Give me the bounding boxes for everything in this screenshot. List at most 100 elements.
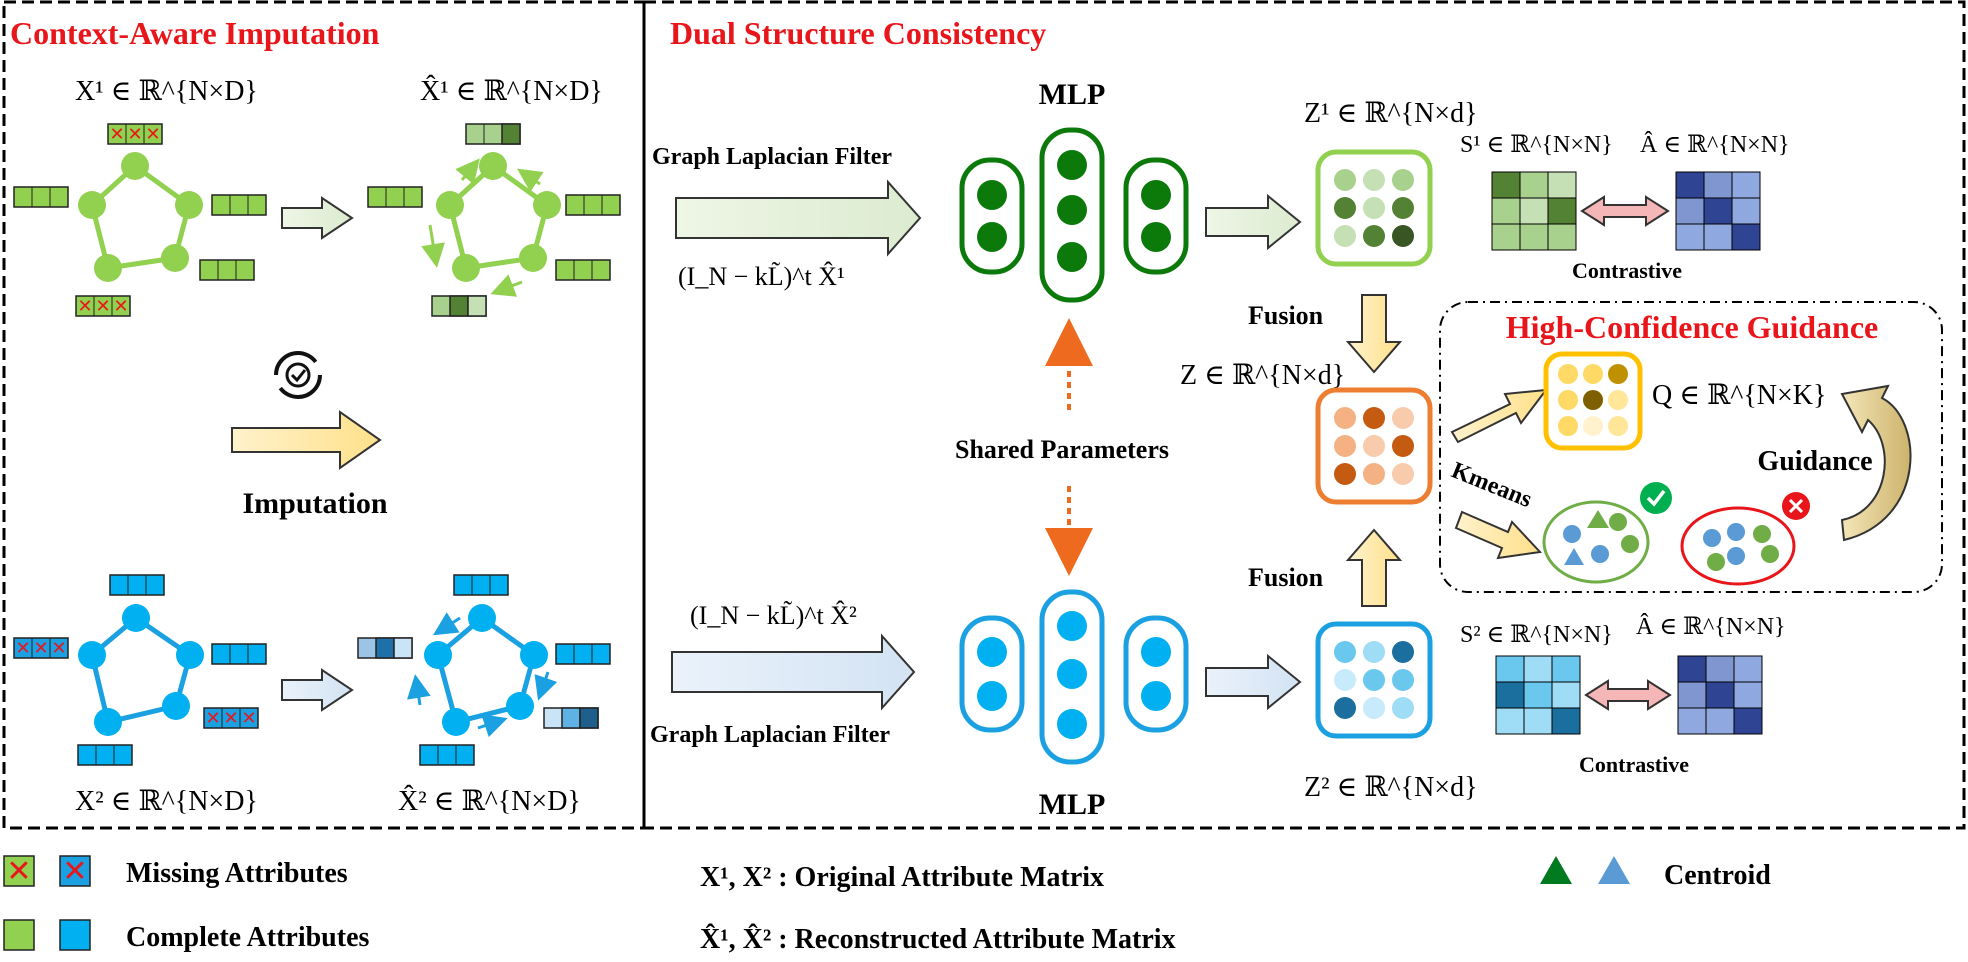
green-imputed-bar-bottom (431, 295, 487, 317)
svg-text:✕: ✕ (205, 708, 220, 728)
legend-centroid-label: Centroid (1664, 860, 1771, 891)
legend-complete-label: Complete Attributes (126, 922, 370, 953)
svg-text:✕: ✕ (109, 124, 124, 144)
legend-missing-label: Missing Attributes (126, 858, 348, 889)
svg-text:✕: ✕ (51, 638, 66, 658)
guidance-arrow (1840, 384, 1912, 542)
mlp-top-label: MLP (1039, 78, 1106, 111)
imputation-label: Imputation (242, 487, 387, 520)
q-label: Q ∈ ℝ^{N×K} (1652, 380, 1826, 411)
z1-label: Z¹ ∈ ℝ^{N×d} (1304, 98, 1478, 129)
imputation-arrow-blue (281, 668, 354, 712)
fusion-arrow-down (1345, 294, 1403, 374)
shared-parameters-label: Shared Parameters (955, 435, 1169, 464)
svg-text:✕: ✕ (113, 296, 128, 316)
contrastive-arrow-bottom (1584, 679, 1672, 711)
good-cluster (1542, 500, 1650, 584)
z2-embedding (1315, 621, 1433, 739)
x-icon (1782, 492, 1810, 520)
contrastive-arrow-top (1580, 195, 1670, 227)
green-bar-lower-2 (555, 259, 611, 281)
to-q-arrow (1450, 388, 1549, 444)
green-graph-original (78, 152, 203, 282)
mlp-bottom (959, 589, 1189, 765)
filter-bottom-formula: (I_N − kL̃)^t X̂² (690, 601, 857, 630)
refresh-check-icon (274, 351, 322, 399)
legend-reconstructed: X̂¹, X̂² : Reconstructed Attribute Matri… (700, 924, 1176, 955)
contrastive-bottom-label: Contrastive (1579, 752, 1689, 777)
blue-missing-bar-left: ✕ ✕ ✕ (13, 637, 69, 659)
blue-complete-bar-bottom (77, 744, 133, 766)
z-fused-embedding (1315, 387, 1433, 505)
left-panel-title: Context-Aware Imputation (10, 15, 380, 51)
fusion-bottom-label: Fusion (1248, 563, 1324, 592)
x1-label: X¹ ∈ ℝ^{N×D} (75, 76, 258, 107)
svg-text:✕: ✕ (6, 855, 31, 888)
glf-bottom-label: Graph Laplacian Filter (650, 722, 890, 748)
svg-text:✕: ✕ (77, 296, 92, 316)
green-complete-bar-right (211, 194, 267, 216)
ahat-bottom-label: Â ∈ ℝ^{N×N} (1636, 614, 1786, 640)
s2-label: S² ∈ ℝ^{N×N} (1460, 622, 1613, 648)
to-z2-arrow (1205, 653, 1302, 711)
green-missing-bar-bottom: ✕ ✕ ✕ (75, 295, 131, 317)
green-graph-imputed (421, 152, 561, 297)
s1-label: S¹ ∈ ℝ^{N×N} (1460, 132, 1613, 158)
svg-text:✕: ✕ (33, 638, 48, 658)
hcg-title: High-Confidence Guidance (1506, 309, 1878, 345)
green-imputed-bar-top (465, 123, 521, 145)
svg-text:✕: ✕ (15, 638, 30, 658)
legend-complete-icons (3, 919, 91, 951)
blue-graph-imputed (406, 604, 558, 738)
green-missing-bar-top: ✕ ✕ ✕ (107, 123, 163, 145)
fusion-arrow-up (1345, 528, 1403, 607)
to-z1-arrow (1205, 193, 1302, 251)
x2-label: X² ∈ ℝ^{N×D} (75, 786, 258, 817)
kmeans-label: Kmeans (1448, 457, 1536, 513)
q-cluster-matrix (1543, 351, 1643, 451)
blue-bar-right-2 (555, 643, 611, 665)
fusion-top-label: Fusion (1248, 301, 1324, 330)
guidance-label: Guidance (1757, 446, 1872, 477)
high-confidence-guidance-box (1439, 301, 1943, 593)
svg-text:✕: ✕ (223, 708, 238, 728)
s1-matrix (1491, 171, 1577, 251)
s2-matrix (1495, 655, 1581, 735)
blue-bar-top-2 (453, 574, 509, 596)
filter-top-formula: (I_N − kL̃)^t X̂¹ (678, 262, 845, 291)
green-bar-left-2 (367, 186, 423, 208)
imputation-arrow (231, 410, 382, 470)
x2hat-label: X̂² ∈ ℝ^{N×D} (398, 786, 581, 817)
filter-arrow-top (675, 179, 922, 257)
ahat-top-label: Â ∈ ℝ^{N×N} (1640, 132, 1790, 158)
check-icon (1640, 482, 1672, 514)
svg-text:✕: ✕ (241, 708, 256, 728)
green-complete-bar-lower (199, 259, 255, 281)
blue-imputed-bar-left (357, 637, 413, 659)
legend-original: X¹, X² : Original Attribute Matrix (700, 862, 1104, 893)
green-bar-right-2 (565, 194, 621, 216)
right-panel-title: Dual Structure Consistency (670, 15, 1046, 51)
x1hat-label: X̂¹ ∈ ℝ^{N×D} (420, 76, 603, 107)
contrastive-top-label: Contrastive (1572, 258, 1682, 283)
ahat-bottom-matrix (1677, 655, 1763, 735)
green-complete-bar-left (13, 186, 69, 208)
bad-cluster (1680, 506, 1796, 586)
blue-complete-bar-right (211, 643, 267, 665)
z2-label: Z² ∈ ℝ^{N×d} (1304, 772, 1478, 803)
legend-centroid-icons (1540, 856, 1630, 884)
blue-complete-bar-top (109, 574, 165, 596)
filter-arrow-bottom (671, 633, 916, 711)
legend-missing-icons: ✕ ✕ (3, 855, 91, 888)
ahat-top-matrix (1675, 171, 1761, 251)
kmeans-arrow (1454, 510, 1543, 560)
imputation-arrow-green (281, 196, 354, 240)
blue-missing-bar-lower: ✕ ✕ ✕ (203, 707, 259, 729)
z1-embedding (1315, 149, 1433, 267)
blue-imputed-bar-lower (543, 707, 599, 729)
blue-bar-bottom-2 (419, 744, 475, 766)
blue-graph-original (78, 604, 204, 736)
svg-text:✕: ✕ (145, 124, 160, 144)
mlp-top (959, 127, 1189, 303)
svg-text:✕: ✕ (127, 124, 142, 144)
